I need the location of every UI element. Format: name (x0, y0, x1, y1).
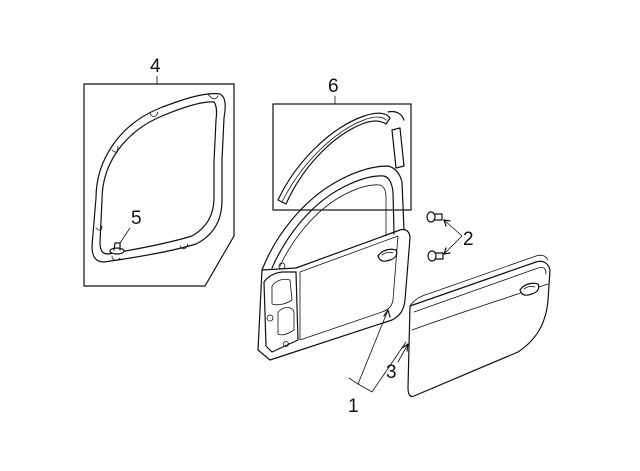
callout-3-arrow (401, 343, 409, 352)
callout-2-arrow-upper (443, 219, 451, 227)
door-cutout-upper (271, 278, 293, 306)
door-shell-group (257, 165, 411, 361)
callout-1-arrow (383, 309, 391, 318)
bolt-lower-shank (434, 252, 444, 260)
door-shell-handle-detail (381, 252, 394, 256)
door-weatherstrip (91, 93, 226, 263)
callout-1-leader (348, 309, 407, 393)
callout-5-leader (119, 227, 131, 244)
door-inner-panel (299, 235, 399, 341)
callout-3-leader (397, 343, 409, 363)
hinge-bolt-lower (427, 250, 444, 262)
door-cutout-mid (277, 307, 295, 336)
callout-2: 2 (463, 229, 474, 250)
window-run-corner (387, 110, 405, 121)
door-outer-panel (407, 260, 551, 398)
door-window-frame-inner (271, 175, 395, 269)
window-run-group: 6 (272, 76, 412, 211)
weatherstrip-box-frame (83, 83, 235, 287)
window-run-channel-groove (281, 116, 387, 203)
outer-panel-handle (519, 282, 540, 296)
door-window-frame-inner2 (279, 184, 387, 267)
bolt-upper-shank (433, 213, 443, 221)
outer-panel-top-edge (409, 254, 549, 307)
callout-2-arrow-lower (443, 247, 451, 255)
outer-panel-group: 3 (386, 254, 551, 398)
door-hole-2 (266, 314, 274, 322)
window-run-channel (277, 112, 391, 205)
door-shell-handle (377, 248, 398, 262)
door-shell (257, 228, 411, 361)
door-weatherstrip-inner (99, 101, 218, 255)
hinge-bolts-group: 2 (426, 211, 474, 262)
weatherstrip-clip (109, 242, 125, 255)
weatherstrip-bottom-detail (95, 225, 189, 261)
callout-1: 1 (348, 396, 359, 417)
window-run-box-frame (272, 103, 412, 211)
weatherstrip-group: 4 5 (83, 56, 235, 287)
clip-head (109, 247, 125, 255)
callout-6: 6 (328, 76, 339, 97)
callout-3: 3 (386, 362, 397, 383)
door-hole-3 (283, 341, 289, 347)
callout-2-leader (443, 219, 463, 255)
outer-panel-handle-detail (523, 286, 536, 290)
outer-panel-top-lip (413, 266, 547, 313)
bolt-lower-head (427, 250, 437, 262)
door-window-frame (261, 165, 405, 271)
door-hinge-side-structure (263, 271, 299, 353)
callout-4: 4 (150, 56, 161, 77)
window-run-vertical (391, 127, 405, 169)
callout-5: 5 (131, 208, 142, 229)
bolt-upper-head (426, 211, 436, 223)
hinge-bolt-upper (426, 211, 443, 223)
callout-1-group: 1 (348, 309, 407, 417)
clip-stem (113, 242, 121, 251)
weatherstrip-top-detail (111, 93, 219, 153)
door-hole-1 (278, 262, 286, 270)
